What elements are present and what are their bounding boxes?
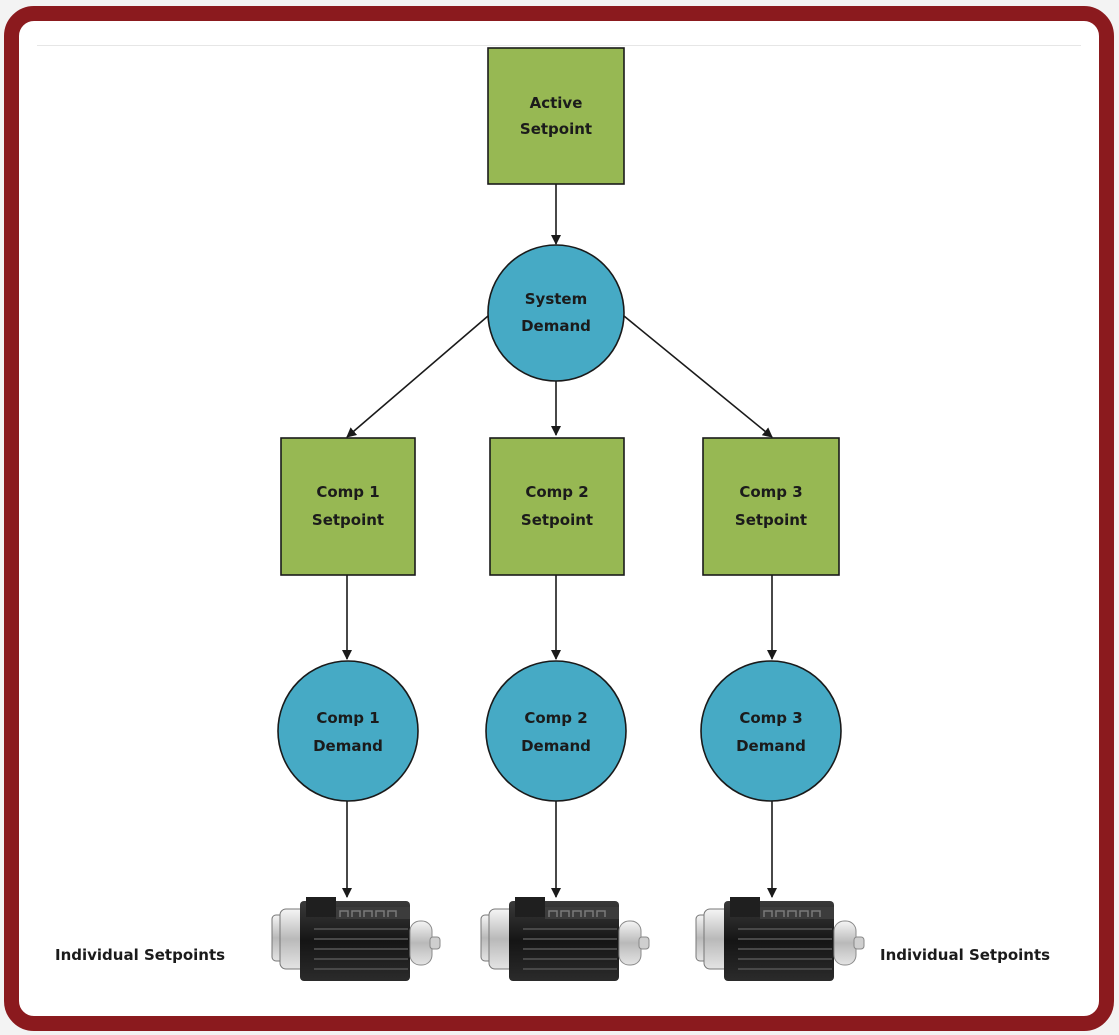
setpoint-box	[487, 47, 625, 185]
node-label: Demand	[313, 737, 383, 755]
individual-setpoints-label-left: Individual Setpoints	[55, 946, 225, 964]
individual-setpoints-label-right: Individual Setpoints	[880, 946, 1050, 964]
active-setpoint-node: Active Setpoint	[487, 47, 625, 185]
node-label: Comp 1	[316, 709, 379, 727]
node-label: Setpoint	[312, 511, 384, 529]
motor-icon	[480, 896, 650, 982]
demand-circle	[700, 660, 842, 802]
setpoint-box	[280, 437, 416, 576]
comp1-demand-node: Comp 1 Demand	[277, 660, 419, 802]
comp3-demand-node: Comp 3 Demand	[700, 660, 842, 802]
node-label: Comp 3	[739, 709, 802, 727]
demand-circle	[277, 660, 419, 802]
arrow-system-to-comp1	[346, 315, 489, 438]
node-label: Active	[530, 94, 583, 112]
motor-icon	[695, 896, 865, 982]
connector-arrows	[342, 184, 777, 898]
comp2-demand-node: Comp 2 Demand	[485, 660, 627, 802]
node-label: Comp 1	[316, 483, 379, 501]
motor-icon	[271, 897, 441, 981]
node-label: System	[525, 290, 587, 308]
node-label: Demand	[521, 737, 591, 755]
node-label: Setpoint	[735, 511, 807, 529]
setpoint-box	[489, 437, 625, 576]
node-label: Demand	[521, 317, 591, 335]
divider	[37, 45, 1081, 46]
comp1-setpoint-node: Comp 1 Setpoint	[280, 437, 416, 576]
demand-circle	[485, 660, 627, 802]
system-demand-node: System Demand	[487, 244, 625, 382]
node-label: Setpoint	[520, 120, 592, 138]
node-label: Comp 3	[739, 483, 802, 501]
comp2-setpoint-node: Comp 2 Setpoint	[489, 437, 625, 576]
setpoint-box	[702, 437, 840, 576]
arrow-system-to-comp3	[623, 315, 773, 438]
node-label: Comp 2	[525, 483, 588, 501]
node-label: Setpoint	[521, 511, 593, 529]
node-label: Demand	[736, 737, 806, 755]
demand-circle	[487, 244, 625, 382]
comp3-setpoint-node: Comp 3 Setpoint	[702, 437, 840, 576]
node-label: Comp 2	[524, 709, 587, 727]
